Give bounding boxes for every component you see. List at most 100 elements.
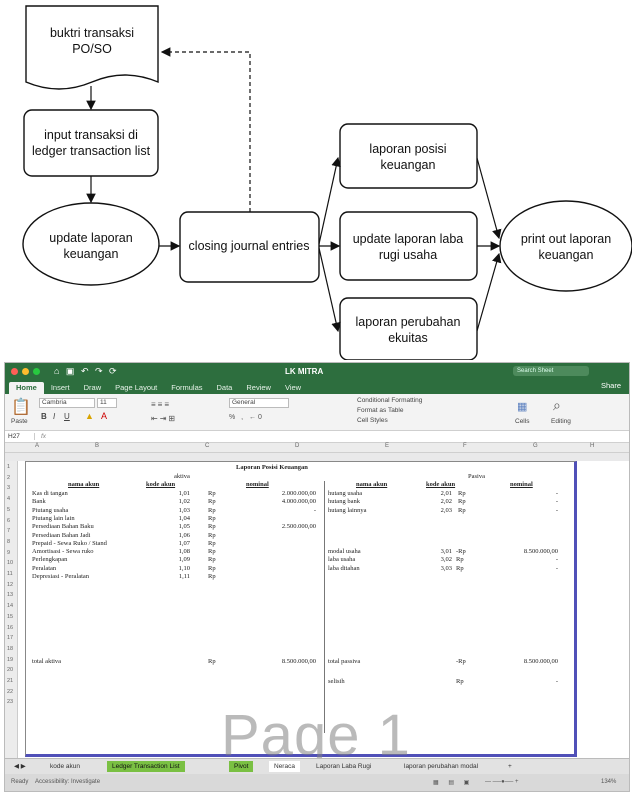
row-number[interactable]: 10: [7, 560, 14, 567]
asset-code: 1,04: [178, 514, 190, 522]
indent-icons[interactable]: ⇤⇥⊞: [151, 414, 178, 423]
hdr-nominal-left: nominal: [246, 481, 269, 488]
alignment-icons[interactable]: ≡≡≡: [151, 400, 172, 409]
paste-label[interactable]: Paste: [11, 418, 28, 425]
row-number[interactable]: 18: [7, 645, 14, 652]
row-number[interactable]: 2: [7, 474, 11, 481]
equity-name: laba usaha: [328, 556, 356, 564]
sheet-nav-arrows[interactable]: ◀ ▶: [14, 763, 26, 770]
sheet-tab-perubahan-modal[interactable]: laporan perubahan modal: [404, 763, 479, 770]
asset-value: -: [313, 506, 316, 514]
liability-value: -: [555, 498, 558, 506]
col-e[interactable]: E: [385, 443, 390, 449]
add-sheet-button[interactable]: +: [508, 763, 512, 770]
conditional-formatting-button[interactable]: Conditional Formatting: [357, 397, 423, 404]
row-number[interactable]: 14: [7, 603, 14, 610]
asset-code: 1,09: [178, 556, 190, 564]
sheet-tab-neraca[interactable]: Neraca: [269, 761, 300, 772]
col-d[interactable]: D: [295, 443, 300, 449]
sheet-tab-laba-rugi[interactable]: Laporan Laba Rugi: [316, 763, 372, 770]
font-color-icon[interactable]: A: [101, 411, 108, 421]
tab-page-layout[interactable]: Page Layout: [115, 383, 158, 392]
row-number[interactable]: 20: [7, 667, 14, 674]
sheet-tab-kode-akun[interactable]: kode akun: [50, 763, 80, 770]
zoom-window-button[interactable]: [33, 368, 40, 375]
share-button[interactable]: Share: [600, 381, 621, 390]
equity-code: 3,02: [440, 556, 452, 564]
row-number[interactable]: 8: [7, 538, 11, 545]
cells-button[interactable]: Cells: [515, 418, 530, 425]
search-input[interactable]: Search Sheet: [513, 366, 589, 376]
bold-button[interactable]: B: [41, 412, 47, 421]
tab-home[interactable]: Home: [9, 382, 44, 394]
tab-draw[interactable]: Draw: [83, 383, 102, 392]
col-f[interactable]: F: [463, 443, 467, 449]
sheet-tab-ledger[interactable]: Ledger Transaction List: [107, 761, 185, 772]
row-number[interactable]: 3: [7, 485, 11, 492]
search-icon[interactable]: ⌕: [553, 397, 561, 413]
row-number[interactable]: 19: [7, 656, 14, 663]
view-mode-icons[interactable]: ▦ ▤ ▣: [433, 780, 474, 786]
asset-code: 1,02: [178, 498, 190, 506]
asset-code: 1,03: [178, 506, 190, 514]
asset-value: 4.000.000,00: [281, 498, 316, 506]
row-number[interactable]: 5: [7, 506, 11, 513]
sheet-tab-pivot[interactable]: Pivot: [229, 761, 254, 772]
editing-button[interactable]: Editing: [551, 418, 571, 425]
number-format-icons[interactable]: % , ←0: [229, 414, 264, 421]
liability-name: hutang lainnya: [328, 506, 367, 514]
underline-button[interactable]: U: [64, 412, 70, 421]
sheet-title: Laporan Posisi Keuangan: [236, 464, 308, 471]
equity-name: laba ditahan: [328, 564, 360, 572]
asset-code: 1,08: [178, 548, 190, 556]
cell-styles-button[interactable]: Cell Styles: [357, 417, 388, 424]
accessibility-status[interactable]: Accessibility: Investigate: [35, 779, 101, 785]
col-a[interactable]: A: [35, 443, 40, 449]
tab-review[interactable]: Review: [246, 383, 271, 392]
italic-button[interactable]: I: [53, 412, 56, 421]
col-g[interactable]: G: [533, 443, 538, 449]
col-h[interactable]: H: [590, 443, 595, 449]
posisi-keuangan-node: [339, 123, 478, 189]
font-name-select[interactable]: Cambria: [39, 398, 95, 408]
format-as-table-button[interactable]: Format as Table: [357, 407, 404, 414]
asset-name: Bank: [32, 498, 46, 506]
formula-icon[interactable]: fx: [41, 433, 47, 440]
row-number[interactable]: 7: [7, 528, 11, 535]
asset-code: 1,06: [178, 531, 190, 539]
tab-formulas[interactable]: Formulas: [171, 383, 203, 392]
tab-data[interactable]: Data: [216, 383, 233, 392]
zoom-level[interactable]: 134%: [601, 779, 617, 785]
col-c[interactable]: C: [205, 443, 210, 449]
row-number[interactable]: 15: [7, 613, 14, 620]
number-format-select[interactable]: General: [229, 398, 289, 408]
row-number[interactable]: 23: [7, 699, 14, 706]
quick-access-icons[interactable]: ⌂ ▣ ↶ ↷ ⟳: [54, 366, 119, 376]
row-number[interactable]: 11: [7, 571, 13, 577]
tab-view[interactable]: View: [284, 383, 302, 392]
window-controls: [11, 368, 40, 375]
zoom-slider[interactable]: — ──●── +: [485, 779, 519, 785]
paste-icon[interactable]: 📋: [11, 399, 31, 416]
font-size-select[interactable]: 11: [97, 398, 117, 408]
fill-color-icon[interactable]: ▲: [85, 411, 94, 421]
minimize-window-button[interactable]: [22, 368, 29, 375]
close-window-button[interactable]: [11, 368, 18, 375]
asset-rp: Rp: [208, 573, 216, 580]
col-b[interactable]: B: [95, 443, 100, 449]
row-number[interactable]: 6: [7, 517, 11, 524]
row-number[interactable]: 17: [7, 635, 14, 642]
window-title: LK MITRA: [285, 367, 324, 376]
tab-insert[interactable]: Insert: [50, 383, 70, 392]
row-number[interactable]: 1: [7, 464, 11, 470]
name-box[interactable]: H27: [8, 433, 35, 440]
row-number[interactable]: 4: [7, 496, 11, 503]
row-number[interactable]: 9: [7, 549, 11, 556]
row-number[interactable]: 13: [7, 592, 14, 599]
row-number[interactable]: 12: [7, 581, 14, 588]
row-number[interactable]: 16: [7, 624, 14, 631]
row-number[interactable]: 22: [7, 688, 14, 695]
row-number[interactable]: 21: [7, 678, 14, 684]
cells-icon[interactable]: ▦: [517, 401, 528, 413]
